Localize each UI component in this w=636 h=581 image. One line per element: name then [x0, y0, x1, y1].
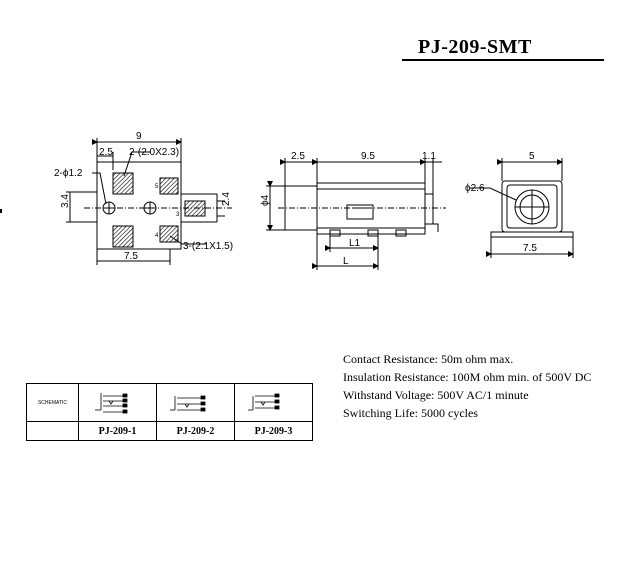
side-dim-body: 9.5	[361, 151, 375, 162]
edge-mark	[0, 209, 2, 213]
schematic-table: SCHEMATIC	[26, 383, 313, 441]
spec-withstand-voltage: Withstand Voltage: 500V AC/1 minute	[343, 388, 529, 402]
front-dim-bottom: 7.5	[523, 243, 537, 254]
schematic-diagram-1	[78, 383, 157, 422]
pad-center-right	[184, 200, 206, 217]
part-title: PJ-209-SMT	[418, 36, 532, 58]
small-pad-callout: 3-(2.1X1.5)	[183, 241, 233, 252]
dim-height: 3.4	[60, 194, 71, 208]
dim-right: 2.4	[221, 192, 232, 206]
schematic-diagram-2	[156, 383, 235, 422]
dim-width: 9	[136, 131, 142, 142]
dim-bottom: 7.5	[124, 251, 138, 262]
hole-leader-front	[470, 187, 517, 201]
front-dim-hole: ϕ2.6	[465, 183, 485, 194]
pad-leader	[123, 151, 150, 177]
variant-label-3: PJ-209-3	[234, 421, 313, 441]
pin-label-5: 5	[155, 184, 159, 190]
footprint-view	[66, 138, 232, 265]
side-dim-height: ϕ4	[260, 194, 271, 206]
side-window	[346, 204, 374, 220]
pad-callout: 2-(2.0X2.3)	[129, 147, 179, 158]
schematic-diagram-3	[234, 383, 313, 422]
pad-top-left	[112, 172, 134, 195]
front-dim-top: 5	[529, 151, 535, 162]
spec-contact-resistance: Contact Resistance: 50m ohm max.	[343, 352, 514, 366]
title-underline	[402, 59, 604, 61]
pad-bottom-left	[112, 225, 134, 248]
pin-label-3: 3	[176, 212, 180, 218]
side-dim-left: 2.5	[291, 151, 305, 162]
spec-switching-life: Switching Life: 5000 cycles	[343, 406, 478, 420]
side-dim-right: 1.1	[422, 151, 436, 162]
footprint-outline	[96, 161, 182, 250]
specifications: Contact Resistance: 50m ohm max. Insulat…	[343, 350, 591, 422]
spec-insulation-resistance: Insulation Resistance: 100M ohm min. of …	[343, 370, 592, 384]
front-view	[470, 158, 574, 258]
side-view-labels: 2.5 9.5 1.1 ϕ4 L1 L	[260, 151, 436, 267]
schematic-label: SCHEMATIC	[26, 383, 79, 422]
small-pad-leader	[169, 235, 206, 245]
variant-label-1: PJ-209-1	[78, 421, 157, 441]
variant-label-2: PJ-209-2	[156, 421, 235, 441]
footprint-labels: 9 2.5 2-(2.0X2.3) 2-ϕ1.2 3.4 2.4 7.5 3-(…	[54, 131, 233, 262]
jack-schematic-1-icon	[95, 393, 128, 414]
jack-schematic-2-icon	[170, 395, 206, 412]
side-view	[266, 158, 446, 270]
label-l: L	[343, 256, 349, 267]
hole-callout: 2-ϕ1.2	[54, 168, 83, 179]
label-l1: L1	[349, 238, 361, 249]
schematic-empty-cell	[26, 421, 79, 441]
dim-offset: 2.5	[99, 147, 113, 158]
jack-schematic-3-icon	[248, 393, 280, 411]
hole-leader	[92, 172, 107, 205]
pin-label-4: 4	[155, 233, 159, 239]
front-view-labels: 5 ϕ2.6 7.5	[465, 151, 537, 254]
pad-top-right	[159, 177, 179, 195]
front-base	[490, 231, 574, 238]
